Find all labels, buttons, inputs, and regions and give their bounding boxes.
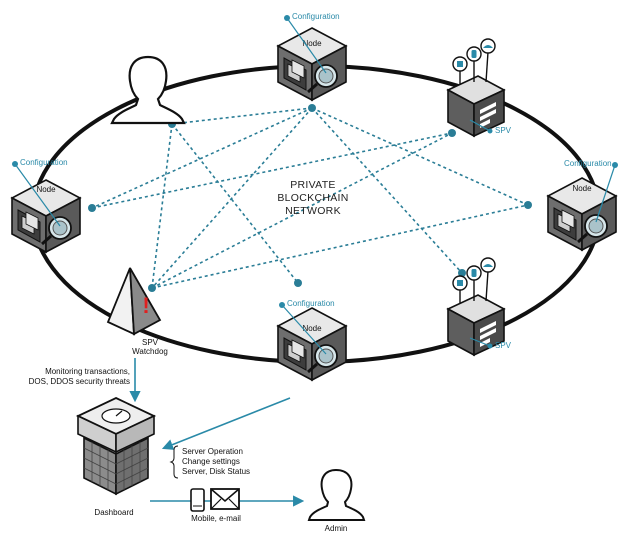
network-title-line-3: NETWORK: [285, 205, 341, 217]
watchdog-label-line-1: SPV: [142, 338, 159, 347]
dashboard-icon: Dashboard: [75, 397, 157, 517]
node-bottom-label: Node: [302, 324, 322, 333]
dashboard-note-line-3: Server, Disk Status: [182, 467, 250, 476]
peer-connections: [91, 107, 529, 289]
node-top-config-label: Configuration: [292, 12, 340, 21]
watchdog-label-line-2: Watchdog: [132, 347, 168, 356]
network-title: PRIVATE BLOCKCHAIN NETWORK: [277, 179, 348, 217]
node-top-label: Node: [302, 39, 322, 48]
node-left-label: Node: [36, 185, 56, 194]
channel-label: Mobile, e-mail: [191, 514, 241, 523]
node-bottom: Node Configuration: [276, 299, 348, 382]
admin-icon: [307, 468, 366, 521]
node-to-dashboard-arrow: [161, 397, 291, 450]
monitoring-note-line-1: Monitoring transactions,: [45, 367, 130, 376]
node-left: Node Configuration: [10, 158, 82, 254]
node-top: Node Configuration: [276, 12, 348, 102]
dashboard-note-line-1: Server Operation: [182, 447, 243, 456]
spv-bottom-label: SPV: [495, 341, 512, 350]
node-right: Node Configuration: [546, 159, 618, 252]
dashboard-note: Server Operation Change settings Server,…: [169, 445, 250, 479]
monitoring-note-line-2: DOS, DDOS security threats: [29, 377, 130, 386]
node-bottom-config-label: Configuration: [287, 299, 335, 308]
monitoring-note: Monitoring transactions, DOS, DDOS secur…: [29, 367, 130, 386]
node-left-config-label: Configuration: [20, 158, 68, 167]
spv-bottom: SPV: [447, 257, 512, 356]
spv-top-label: SPV: [495, 126, 512, 135]
node-right-label: Node: [572, 184, 592, 193]
admin-label: Admin: [325, 524, 348, 533]
spv-top: SPV: [447, 38, 512, 137]
warning-icon: !: [142, 293, 149, 318]
mobile-icon: [190, 488, 205, 512]
node-right-config-label: Configuration: [564, 159, 612, 168]
network-title-line-2: BLOCKCHAIN: [277, 192, 348, 204]
network-title-line-1: PRIVATE: [290, 179, 335, 191]
user-icon: [110, 55, 186, 125]
dashboard-label: Dashboard: [94, 508, 133, 517]
email-icon: [210, 488, 240, 510]
spv-watchdog: ! SPV Watchdog: [106, 267, 168, 356]
dashboard-note-line-2: Change settings: [182, 457, 240, 466]
